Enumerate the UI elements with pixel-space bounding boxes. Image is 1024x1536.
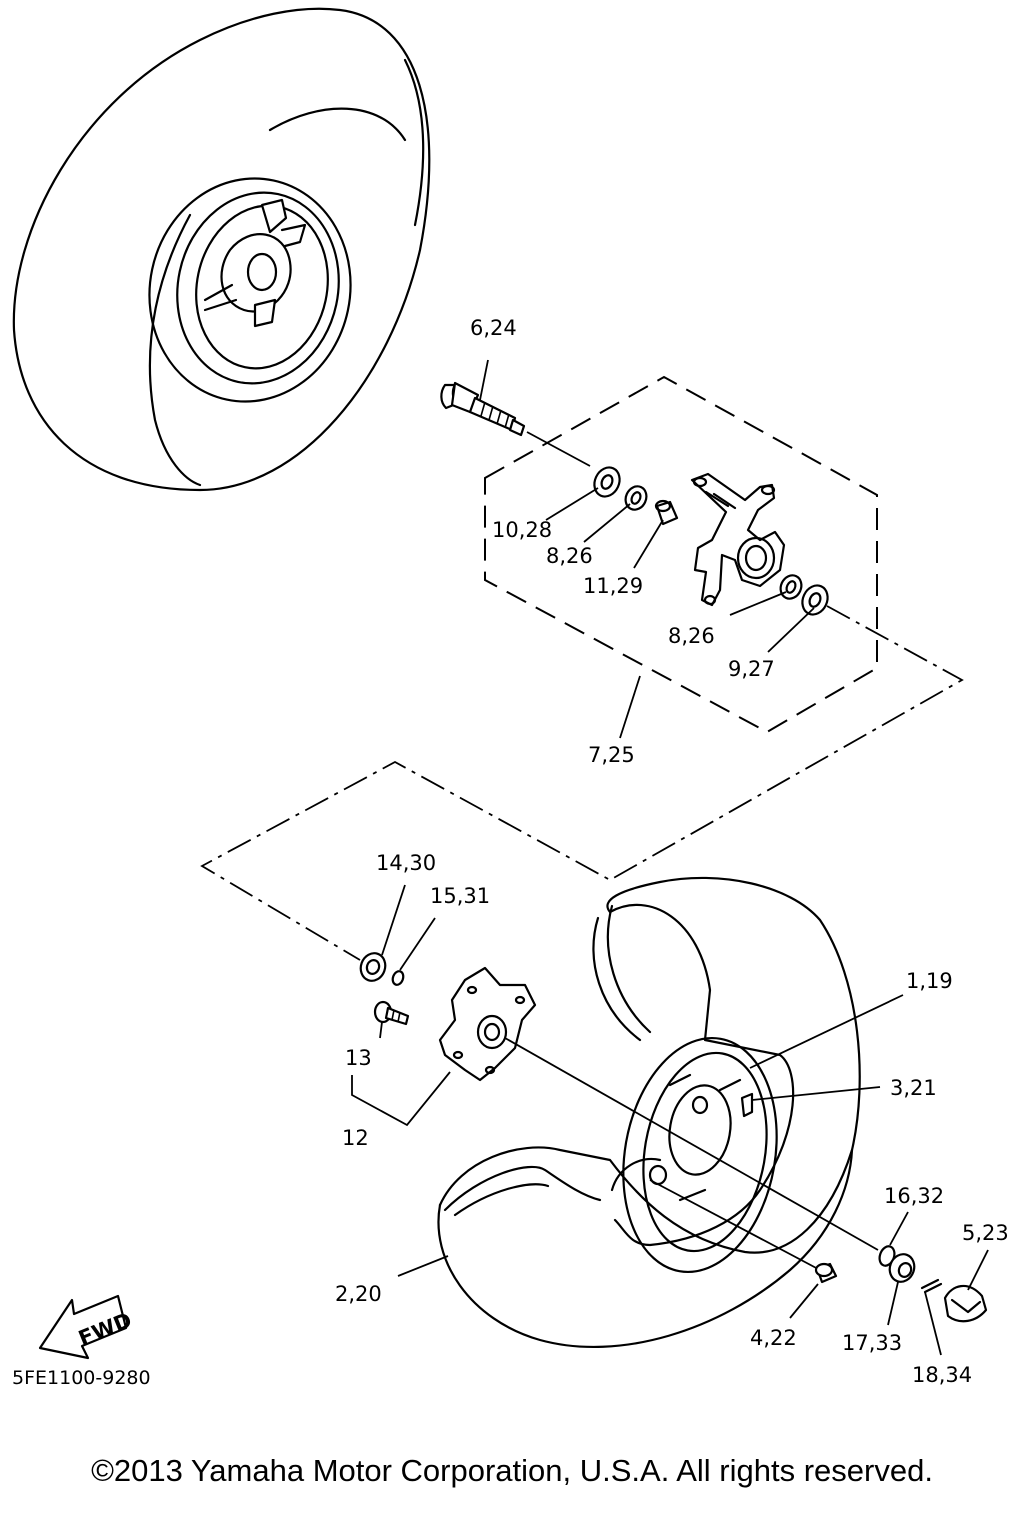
callout-9-27: 9,27 [728,657,775,681]
wheel-rim [610,1036,778,1274]
callout-8-26-a: 8,26 [546,544,593,568]
oil-seal-upper [593,466,621,498]
callout-10-28: 10,28 [492,518,552,542]
assembled-wheel-illustration [12,7,431,492]
leader-lines [351,359,989,1356]
tire-illustration [437,876,861,1348]
callout-8-26-b: 8,26 [668,624,715,648]
callout-11-29: 11,29 [583,574,643,598]
callout-2-20: 2,20 [335,1282,382,1306]
wheel-nut-4-22 [814,1262,838,1284]
hub-part [438,966,537,1082]
callout-14-30: 14,30 [376,851,436,875]
callout-5-23: 5,23 [962,1221,1009,1245]
stud-bolt [373,1000,410,1026]
wheel-axis-line [504,1037,879,1251]
callout-1-19: 1,19 [906,969,953,993]
copyright-notice: ©2013 Yamaha Motor Corporation, U.S.A. A… [91,1453,933,1488]
cotter-pin [920,1278,943,1294]
callout-18-34: 18,34 [912,1363,972,1387]
wheel-cap [943,1285,988,1323]
bearing-lower [779,574,803,600]
fwd-arrow-icon: FWD [38,1294,135,1360]
o-ring [391,970,405,986]
knuckle-group-outline [484,375,878,734]
callout-3-21: 3,21 [890,1076,937,1100]
assembly-axis-line [200,605,964,961]
callout-4-22: 4,22 [750,1326,797,1350]
callout-labels: 6,24 10,28 8,26 11,29 8,26 9,27 7,25 14,… [335,316,1009,1387]
diagram-code: 5FE1100-9280 [12,1367,151,1389]
axle-part [440,381,526,437]
callout-6-24: 6,24 [470,316,517,340]
wheel-axis-line-2 [649,1179,821,1271]
steering-knuckle [690,472,786,607]
castle-nut [888,1253,916,1283]
callout-12: 12 [342,1126,369,1150]
valve-stem [740,1092,754,1118]
callout-16-32: 16,32 [884,1184,944,1208]
hub-washer [359,952,387,982]
callout-15-31: 15,31 [430,884,490,908]
bearing-upper [624,485,648,511]
callout-7-25: 7,25 [588,743,635,767]
collar [654,499,679,526]
oil-seal-lower [801,584,829,616]
callout-13: 13 [345,1046,372,1070]
callout-17-33: 17,33 [842,1331,902,1355]
axle-centerline [526,431,591,467]
